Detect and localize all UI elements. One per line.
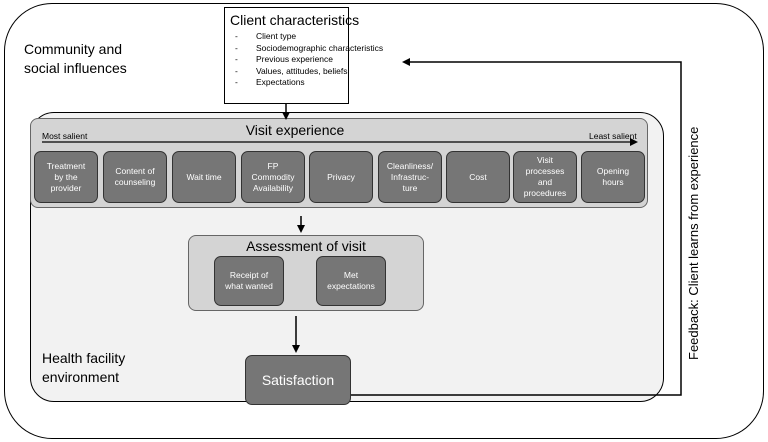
visit-item-line: Commodity xyxy=(251,171,295,182)
feedback-loop-line xyxy=(351,58,682,396)
visit-item-line: Opening xyxy=(596,166,630,176)
visit-item-line: Infrastruc- xyxy=(390,171,430,182)
visit-item-line: Privacy xyxy=(327,171,355,182)
assessment-title: Assessment of visit xyxy=(246,238,366,254)
client-characteristics-list: Client typeSociodemographic characterist… xyxy=(230,31,383,89)
satisfaction-box: Satisfaction xyxy=(245,355,351,405)
visit-item-line: Treatment xyxy=(46,160,86,171)
assessment-item-line: what wanted xyxy=(225,281,273,291)
visit-item: Cleanliness/Infrastruc-ture xyxy=(378,151,442,203)
visit-item: Privacy xyxy=(309,151,373,203)
visit-item-line: by the xyxy=(54,171,78,182)
community-label-line1: Community and xyxy=(24,41,123,57)
visit-item-line: and xyxy=(537,177,553,187)
client-characteristic-item: Expectations xyxy=(230,77,343,89)
community-label-line2: social influences xyxy=(24,60,127,76)
most-salient-label: Most salient xyxy=(42,131,88,141)
client-characteristics-box: Client characteristics Client typeSociod… xyxy=(224,7,383,104)
client-characteristic-item: Sociodemographic characteristics xyxy=(230,43,383,55)
assessment-item-line: expectations xyxy=(327,281,375,291)
visit-item-line: Visit xyxy=(537,155,553,165)
visit-item-line: Cleanliness/ xyxy=(386,160,434,171)
visit-item: Cost xyxy=(446,151,510,203)
visit-experience-title: Visit experience xyxy=(245,122,345,138)
health-facility-label-line2: environment xyxy=(42,369,120,385)
health-facility-label: Health facility environment xyxy=(42,349,125,387)
visit-item-line: procedures xyxy=(523,188,567,198)
visit-item-line: provider xyxy=(50,182,82,193)
visit-item-line: Wait time xyxy=(186,171,222,182)
assessment-item-line: Met xyxy=(343,270,359,280)
client-characteristic-item: Values, attitudes, beliefs xyxy=(230,66,348,78)
community-label: Community and social influences xyxy=(24,40,127,78)
visit-item: Wait time xyxy=(172,151,236,203)
visit-item-line: processes xyxy=(525,166,565,176)
visit-item-line: counseling xyxy=(114,177,156,187)
client-characteristics-title: Client characteristics xyxy=(230,12,360,28)
assessment-item-line: Receipt of xyxy=(229,270,269,280)
visit-item-line: Cost xyxy=(469,171,487,182)
visit-item-line: FP xyxy=(267,160,279,171)
visit-item-line: hours xyxy=(602,177,624,187)
visit-item-line: ture xyxy=(402,182,418,193)
client-characteristic-item: Previous experience xyxy=(230,54,343,66)
visit-item-line: Availability xyxy=(252,182,293,193)
health-facility-label-line1: Health facility xyxy=(42,350,126,366)
client-characteristic-item: Client type xyxy=(230,31,343,43)
visit-item-line: Content of xyxy=(115,166,155,176)
least-salient-label: Least salient xyxy=(589,131,637,141)
